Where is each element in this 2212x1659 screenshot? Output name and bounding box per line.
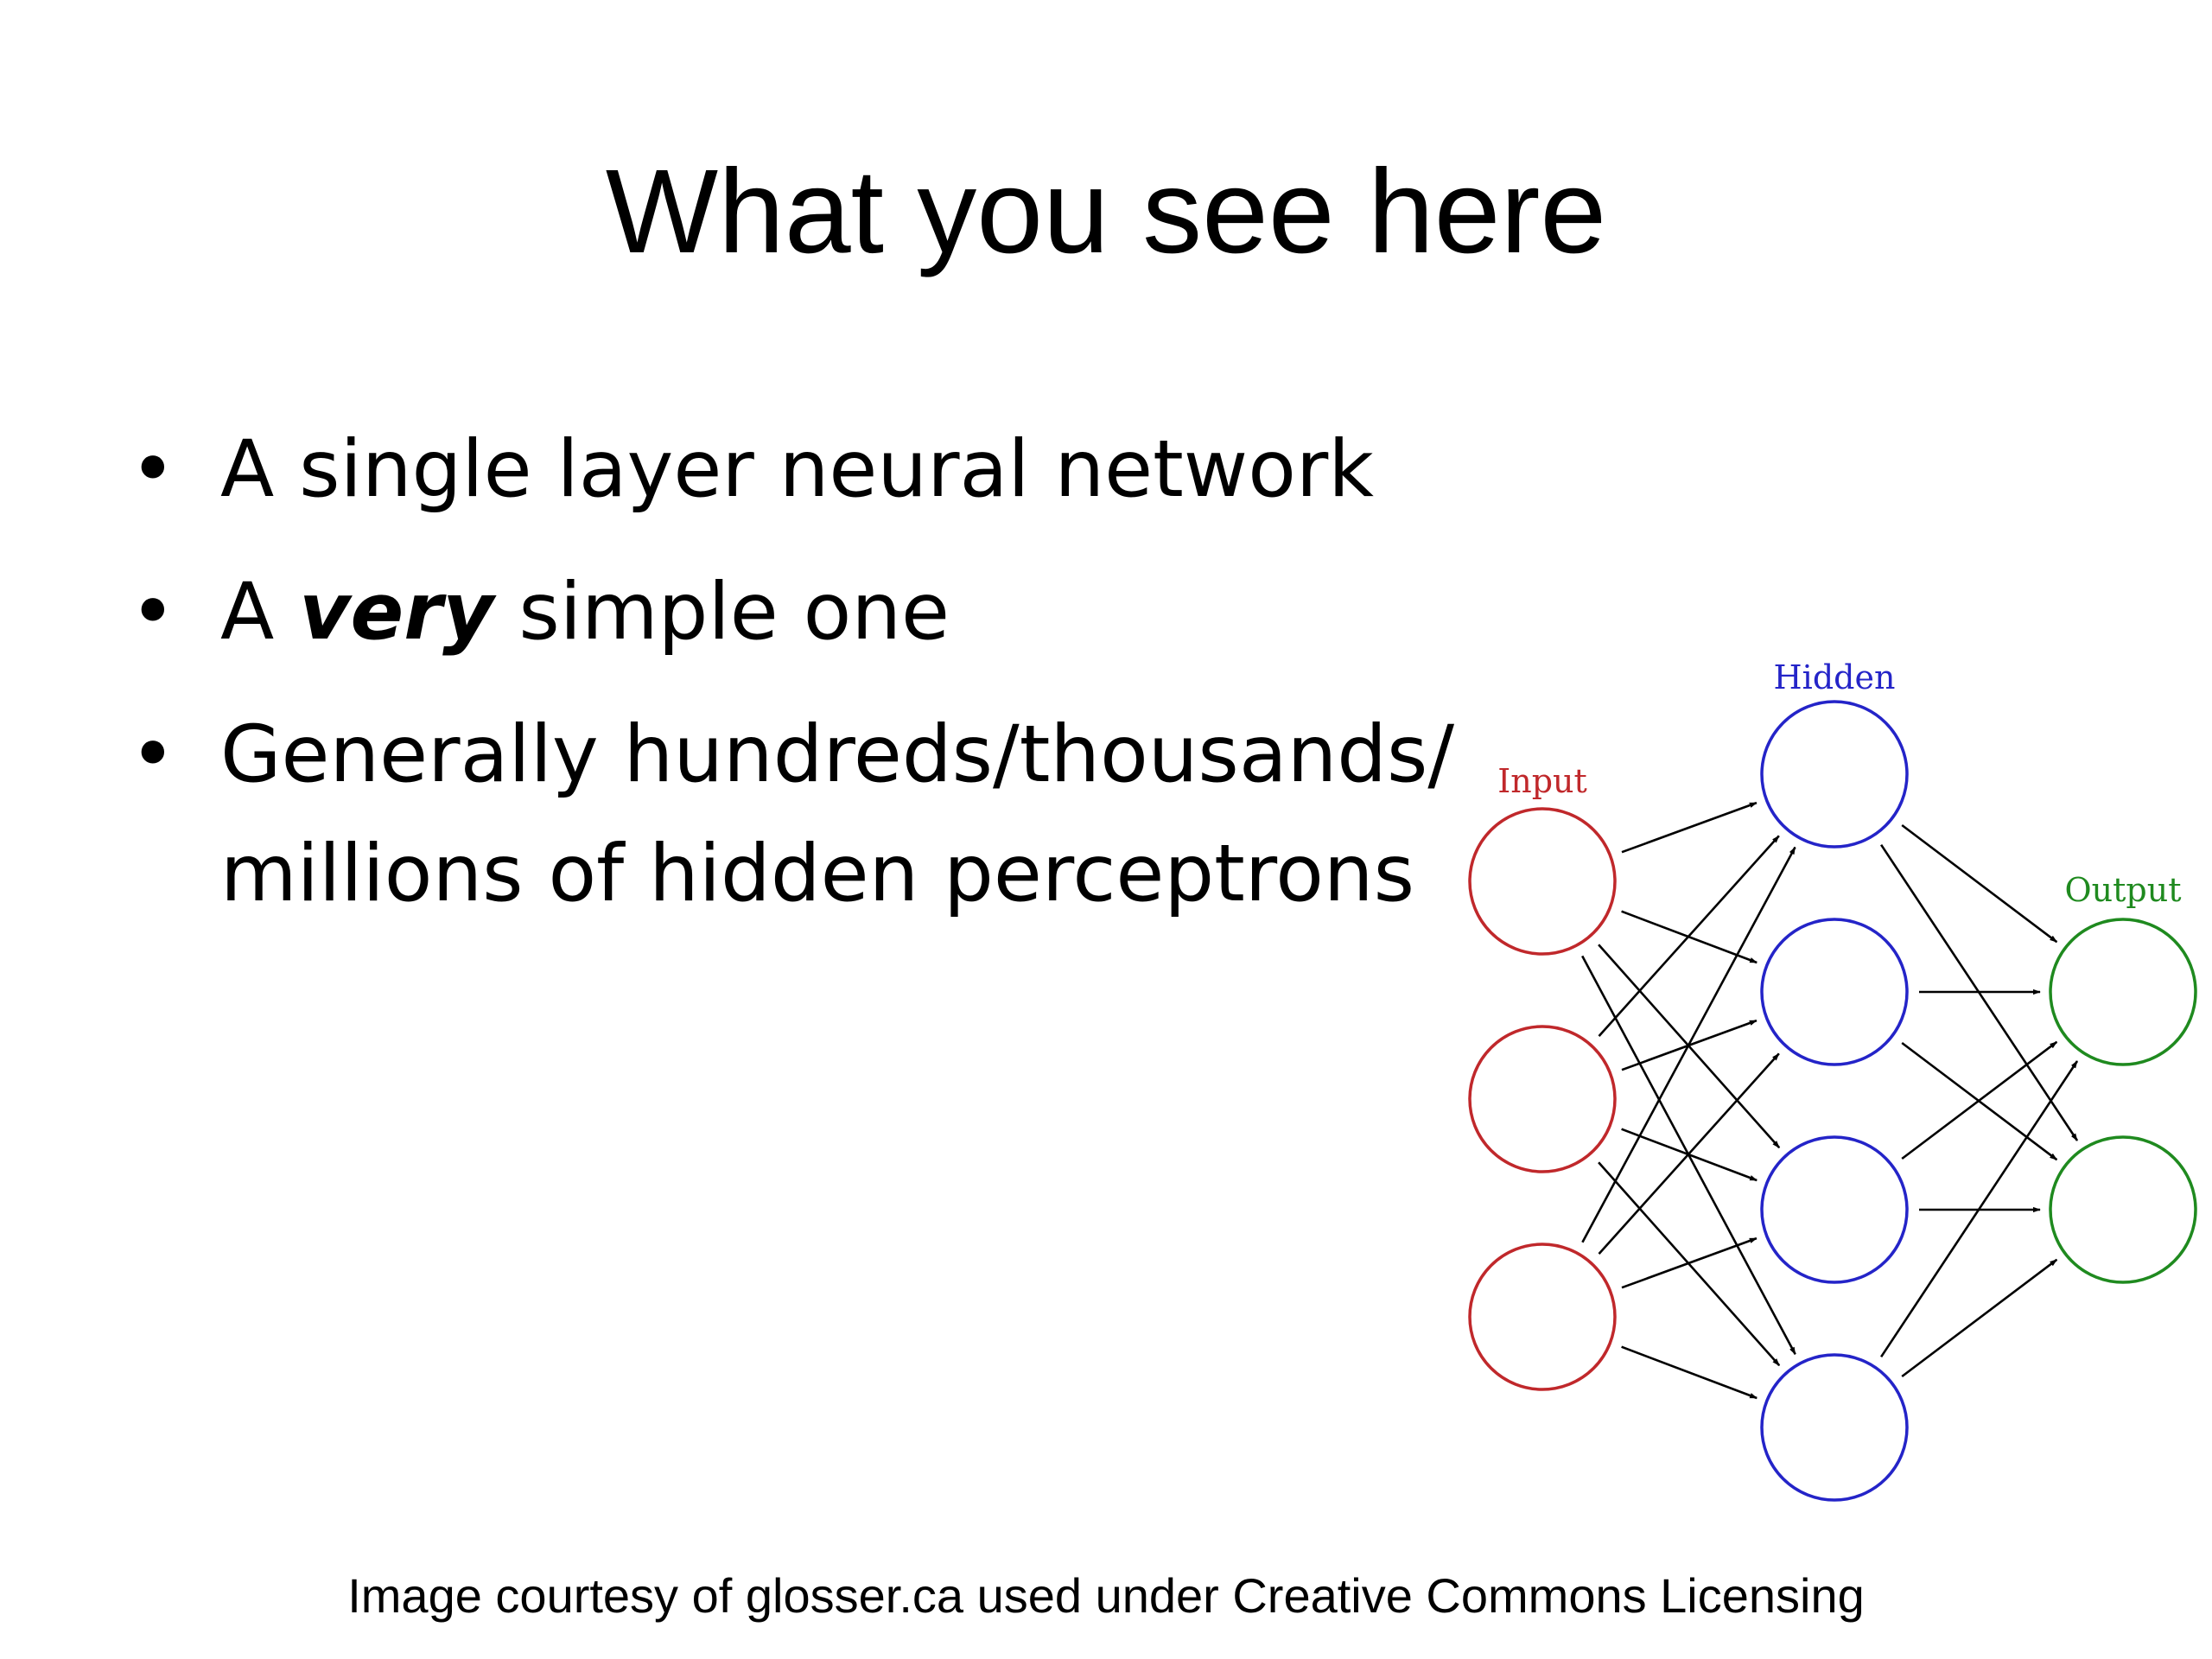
edge-input3-hidden3 — [1621, 1236, 1758, 1289]
bullet-list: • A single layer neural network • A very… — [130, 410, 1512, 957]
input-node-2 — [1468, 1025, 1617, 1173]
bullet-marker: • — [130, 424, 176, 515]
edge-hidden1-output2 — [1880, 843, 2079, 1141]
bullet-emphasis: very — [299, 567, 494, 658]
bullet-text-line2: millions of hidden perceptrons — [220, 829, 1414, 919]
bullet-text: A — [220, 567, 300, 658]
bullet-text: Generally hundreds/thousands/ — [220, 709, 1455, 800]
slide-title: What you see here — [605, 145, 1607, 278]
hidden-node-1 — [1760, 700, 1909, 849]
edge-hidden4-output1 — [1880, 1060, 2079, 1358]
edge-input2-hidden3 — [1621, 1128, 1758, 1182]
bullet-item-1: • A single layer neural network — [130, 410, 1512, 530]
edge-input3-hidden1 — [1581, 846, 1796, 1243]
edge-input3-hidden2 — [1598, 1052, 1780, 1255]
bullet-text-tail: simple one — [493, 567, 950, 658]
output-node-2 — [2049, 1135, 2197, 1284]
edge-hidden3-output1 — [1901, 1040, 2058, 1160]
output-layer-label: Output — [2065, 871, 2182, 909]
edge-hidden1-output1 — [1901, 823, 2058, 944]
bullet-item-3: • Generally hundreds/thousands/ millions… — [130, 696, 1512, 934]
edge-hidden4-output2 — [1901, 1258, 2058, 1378]
edge-hidden2-output2 — [1901, 1041, 2058, 1161]
edge-input1-hidden3 — [1598, 944, 1781, 1149]
edge-input2-hidden2 — [1621, 1019, 1758, 1071]
bullet-text: A single layer neural network — [220, 424, 1375, 515]
hidden-node-4 — [1760, 1353, 1909, 1502]
image-credit: Image courtesy of glosser.ca used under … — [347, 1568, 1865, 1623]
network-nodes — [1468, 700, 2197, 1502]
bullet-item-2: • A very simple one — [130, 553, 1512, 672]
connection-edges — [1581, 801, 2079, 1400]
output-node-1 — [2049, 918, 2197, 1066]
bullet-marker: • — [130, 709, 176, 800]
edge-input2-hidden4 — [1598, 1161, 1781, 1367]
input-node-3 — [1468, 1243, 1617, 1391]
edge-input1-hidden1 — [1621, 801, 1758, 854]
edge-input2-hidden1 — [1598, 835, 1780, 1037]
hidden-layer-label: Hidden — [1774, 658, 1896, 696]
hidden-node-3 — [1760, 1135, 1909, 1284]
edge-input3-hidden4 — [1621, 1345, 1758, 1400]
hidden-node-2 — [1760, 918, 1909, 1066]
bullet-marker: • — [130, 567, 176, 658]
edge-input1-hidden2 — [1621, 910, 1758, 964]
edge-input1-hidden4 — [1581, 955, 1796, 1356]
